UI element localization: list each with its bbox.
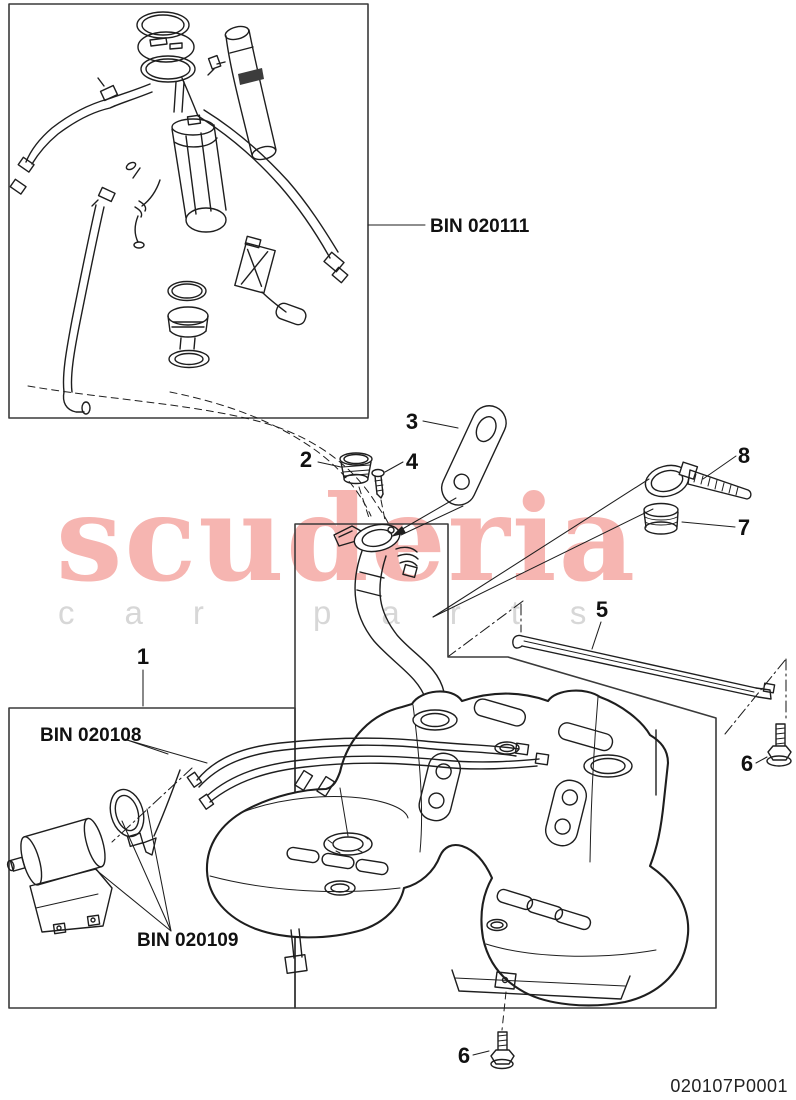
screw-right — [766, 723, 792, 767]
watermark-subtitle: car parts — [58, 594, 636, 631]
callout-7[interactable]: 7 — [738, 515, 750, 540]
fuel-filter-assembly — [6, 767, 193, 935]
long-hose — [62, 204, 105, 415]
cap-part — [339, 452, 373, 522]
seal-stack — [167, 280, 210, 369]
callout-8[interactable]: 8 — [738, 443, 750, 468]
vent-tube — [207, 25, 277, 161]
pump-hoses-left — [9, 77, 153, 195]
filter-bracket — [29, 868, 113, 935]
pump-body — [171, 114, 227, 233]
screw-part-4 — [371, 468, 386, 521]
callout-4[interactable]: 4 — [406, 449, 419, 474]
pump-hoses-right — [181, 77, 349, 284]
small-fittings — [91, 161, 161, 249]
drawing-number: 020107P0001 — [670, 1076, 788, 1096]
fuel-pump-module — [9, 11, 390, 526]
callout-2[interactable]: 2 — [300, 447, 312, 472]
filter-clamp — [109, 788, 145, 848]
fuel-tank — [205, 689, 690, 1007]
labels: BIN 020111 BIN 020108 BIN 020109 1 2 3 4… — [40, 216, 788, 1096]
tank-box — [294, 523, 717, 1009]
watermark: scuderia car parts — [56, 456, 796, 652]
watermark-title: scuderia — [56, 469, 637, 608]
callout-1[interactable]: 1 — [137, 644, 149, 669]
pump-module-box — [8, 3, 369, 419]
filter-cartridge — [6, 817, 106, 886]
threaded-plug — [643, 502, 679, 535]
callout-6-right[interactable]: 6 — [741, 751, 753, 776]
fuel-lines — [186, 737, 550, 837]
level-sender — [234, 235, 307, 326]
bin-label-fuel-lines[interactable]: BIN 020108 — [40, 725, 141, 746]
cable-tie — [644, 461, 752, 500]
leader-lines — [94, 224, 787, 1056]
callout-5[interactable]: 5 — [596, 597, 608, 622]
tank-strap — [512, 634, 776, 700]
bin-label-pump-module[interactable]: BIN 020111 — [430, 216, 530, 237]
bracket-part — [440, 405, 507, 506]
bin-label-fuel-filter[interactable]: BIN 020109 — [137, 930, 238, 951]
screw-bottom — [490, 1031, 515, 1070]
callout-6-bottom[interactable]: 6 — [458, 1043, 470, 1068]
callout-3[interactable]: 3 — [406, 409, 418, 434]
